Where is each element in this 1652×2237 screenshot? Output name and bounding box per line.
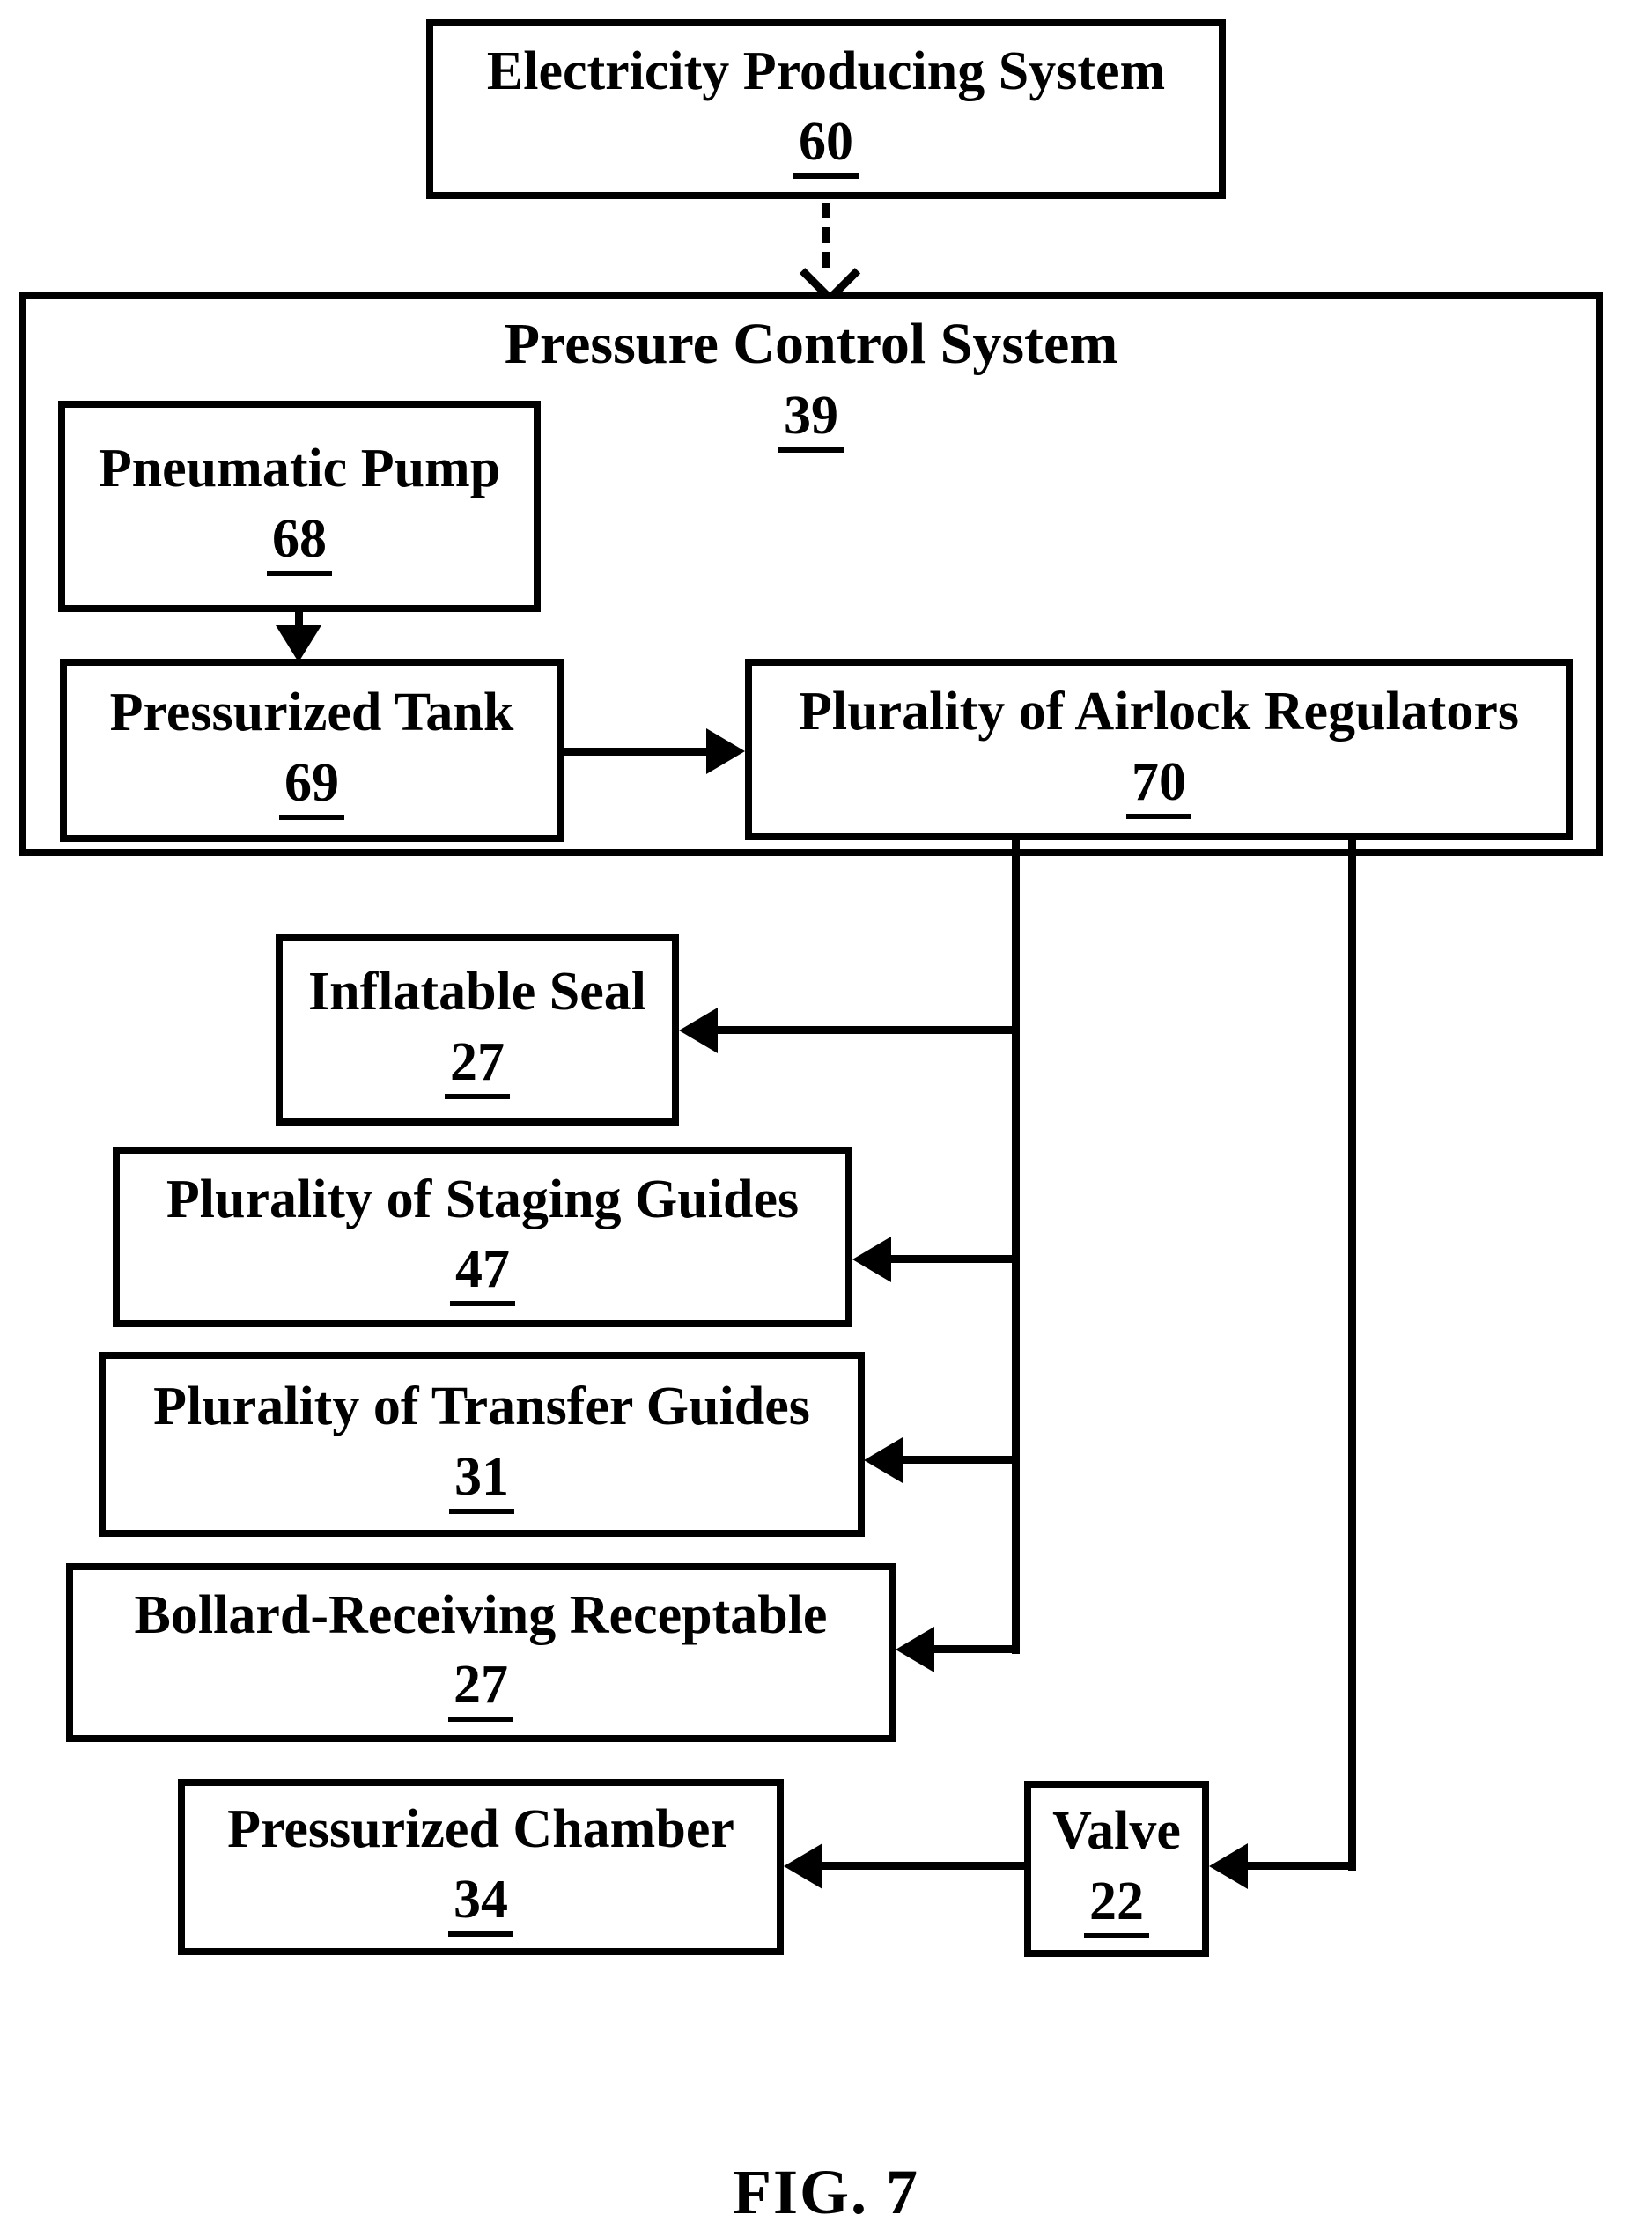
connector-regulators-to-staging bbox=[887, 1255, 1020, 1263]
box-label: Pressure Control System bbox=[504, 312, 1118, 376]
box-staging-guides: Plurality of Staging Guides 47 bbox=[113, 1147, 852, 1327]
figure-caption: FIG. 7 bbox=[732, 2157, 919, 2227]
connector-regulators-to-seal bbox=[713, 1026, 1020, 1034]
box-pressurized-chamber: Pressurized Chamber 34 bbox=[178, 1779, 784, 1955]
arrowhead-left-icon bbox=[864, 1437, 903, 1483]
box-pneumatic-pump: Pneumatic Pump 68 bbox=[58, 401, 541, 612]
box-label: Pressurized Tank bbox=[109, 683, 514, 743]
box-pressurized-tank: Pressurized Tank 69 bbox=[60, 659, 564, 842]
arrowhead-left-icon bbox=[679, 1008, 718, 1053]
box-number: 27 bbox=[448, 1656, 513, 1723]
arrowhead-left-icon bbox=[896, 1627, 934, 1672]
connector-tank-to-regulators bbox=[564, 748, 710, 756]
connector-regulators-to-valve bbox=[1243, 1862, 1355, 1870]
box-label: Valve bbox=[1052, 1801, 1181, 1862]
box-airlock-regulators: Plurality of Airlock Regulators 70 bbox=[745, 659, 1573, 840]
box-number: 27 bbox=[445, 1033, 510, 1099]
box-label: Plurality of Transfer Guides bbox=[153, 1377, 810, 1437]
box-number: 47 bbox=[450, 1240, 515, 1307]
box-number: 60 bbox=[793, 113, 859, 179]
box-label: Pneumatic Pump bbox=[98, 439, 501, 499]
box-number: 68 bbox=[267, 510, 332, 576]
box-valve: Valve 22 bbox=[1024, 1781, 1209, 1957]
box-number: 34 bbox=[448, 1871, 513, 1937]
box-transfer-guides: Plurality of Transfer Guides 31 bbox=[99, 1352, 865, 1537]
box-label: Electricity Producing System bbox=[486, 41, 1166, 102]
box-number: 31 bbox=[449, 1448, 514, 1514]
connector-regulators-to-bollard bbox=[930, 1645, 1020, 1653]
box-label: Plurality of Airlock Regulators bbox=[799, 682, 1519, 742]
arrowhead-left-icon bbox=[1209, 1843, 1248, 1889]
dashed-connector-eps-to-pcs bbox=[822, 203, 830, 268]
box-number: 22 bbox=[1084, 1872, 1149, 1938]
connector-valve-to-chamber bbox=[818, 1862, 1024, 1870]
arrowhead-down-icon bbox=[276, 625, 321, 662]
trunk-line-left bbox=[1012, 837, 1020, 1654]
box-bollard-receptable: Bollard-Receiving Receptable 27 bbox=[66, 1563, 896, 1742]
arrowhead-left-icon bbox=[852, 1237, 891, 1282]
box-inflatable-seal: Inflatable Seal 27 bbox=[276, 934, 679, 1126]
box-electricity-producing-system: Electricity Producing System 60 bbox=[426, 19, 1226, 199]
box-number: 70 bbox=[1126, 753, 1191, 819]
arrowhead-left-icon bbox=[784, 1843, 822, 1889]
box-number: 39 bbox=[778, 387, 844, 453]
box-label: Inflatable Seal bbox=[307, 962, 647, 1023]
box-number: 69 bbox=[279, 754, 344, 820]
box-label: Bollard-Receiving Receptable bbox=[134, 1584, 828, 1645]
connector-regulators-to-transfer bbox=[898, 1456, 1020, 1464]
connector-pump-to-tank bbox=[295, 612, 303, 637]
box-label: Plurality of Staging Guides bbox=[166, 1169, 800, 1229]
trunk-line-right bbox=[1348, 837, 1356, 1871]
box-label: Pressurized Chamber bbox=[227, 1799, 734, 1860]
arrowhead-right-icon bbox=[706, 728, 745, 774]
